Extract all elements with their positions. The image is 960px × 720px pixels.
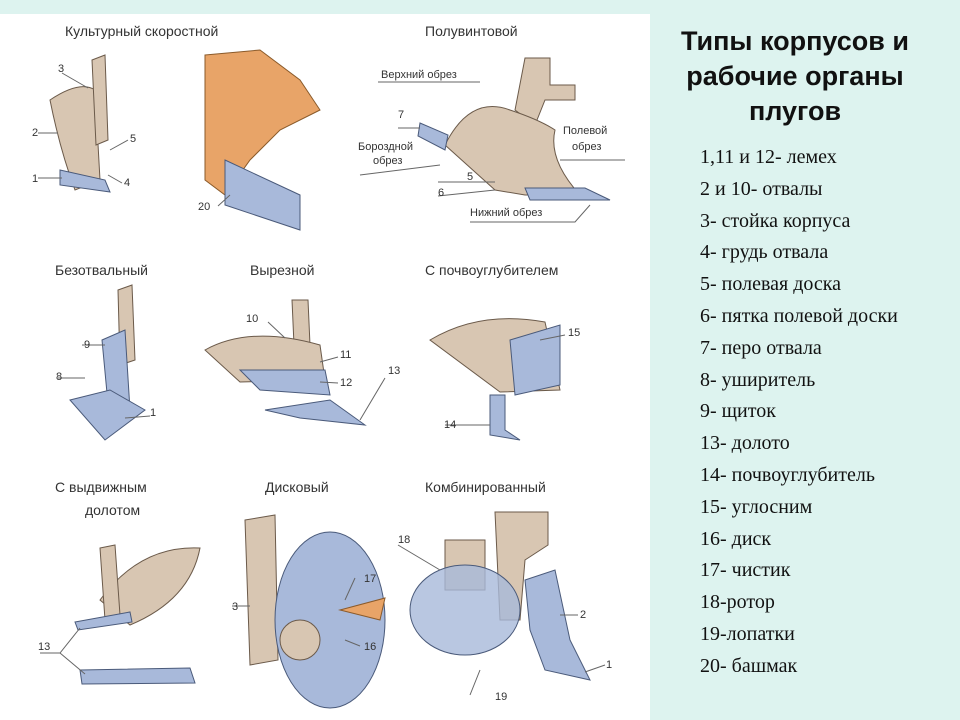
diagram-sliding-chisel: С выдвижным долотом 13 [38,479,201,685]
part-label: обрез [373,155,402,167]
legend-item: 4- грудь отвала [700,241,829,264]
part-label: 3 [232,601,238,613]
part-label: 6 [438,187,444,199]
caption: Безотвальный [55,262,148,278]
part-label: 3 [58,63,64,75]
scraper-shape [338,597,386,621]
legend-item: 17- чистик [700,559,791,582]
part-label: 7 [398,109,404,121]
caption: С почвоуглубителем [425,262,558,278]
legend-item: 15- углосним [700,495,813,518]
part-label: 4 [124,177,130,189]
caption: Полувинтовой [425,23,518,39]
diagram-moldboardless: Безотвальный 9 8 1 [55,262,156,441]
part-label: 11 [340,349,351,361]
share-shape [524,187,611,201]
diagram-cutout: Вырезной 10 11 12 13 [204,262,400,426]
legend-item: 9- щиток [700,400,776,423]
subsoiler-shape [489,394,521,441]
diagram-cultural: Культурный скоростной 3 2 1 5 4 20 [32,23,321,231]
part-label: 14 [444,419,456,431]
part-label: 18 [398,534,410,546]
wing-shape [417,122,449,151]
rotor-blades-shape [409,564,521,656]
legend-item: 5- полевая доска [700,273,842,296]
legend-item: 14- почвоуглубитель [700,463,875,486]
skimmer-shape [509,324,561,396]
shoe-shape [204,49,321,196]
moldboard-shape [99,547,201,626]
diagram-canvas: Культурный скоростной 3 2 1 5 4 20 Полув… [32,23,625,709]
part-label: 8 [56,371,62,383]
moldboard-shape [49,86,101,191]
diagram-subsoiler: С почвоуглубителем 15 14 [425,262,580,441]
part-label: обрез [572,141,601,153]
standard-shape [99,544,121,621]
legend-panel: Типы корпусов и рабочие органы плугов 1,… [650,14,960,720]
moldboard-shape [444,106,582,196]
chisel-shape [74,611,133,631]
standard-shape [244,514,279,666]
share-shape [238,369,331,396]
part-label: Нижний обрез [470,207,542,219]
diagram-semi-screw: Полувинтовой Верхний обрез 7 Бороздной о… [358,23,625,223]
plough-bodies-figure: Культурный скоростной 3 2 1 5 4 20 Полув… [0,14,650,720]
caption: долотом [85,502,140,518]
diagram-combined: Комбинированный 18 2 1 19 [397,479,612,703]
part-label: 1 [32,173,38,185]
part-label: Бороздной [358,141,413,153]
part-label: 12 [340,377,352,389]
part-label: 9 [84,339,90,351]
disc-shape [274,531,386,709]
part-label: 19 [495,691,507,703]
part-label: 1 [606,659,612,671]
part-label: 5 [467,171,473,183]
part-label: 5 [130,133,136,145]
caption: Дисковый [265,479,329,495]
share-shape [69,389,146,441]
legend-item: 8- уширитель [700,368,816,391]
part-label: 13 [388,365,400,377]
legend-item: 3- стойка корпуса [700,209,851,232]
part-label: 2 [32,127,38,139]
share-shape [59,169,111,193]
legend-item: 7- перо отвала [700,336,822,359]
caption: Культурный скоростной [65,23,218,39]
legend-item: 16- диск [700,527,772,550]
part-label: 17 [364,573,376,585]
shoe-plate-shape [224,159,301,231]
part-label: 15 [568,327,580,339]
caption: Вырезной [250,262,314,278]
legend-item: 18-ротор [700,591,775,614]
part-label: 13 [38,641,50,653]
chisel-shape [264,399,367,426]
part-label: Верхний обрез [381,69,457,81]
caption: С выдвижным [55,479,147,495]
part-label: 2 [580,609,586,621]
part-label: Полевой [563,125,607,137]
page-title: Типы корпусов и рабочие органы плугов [681,26,909,126]
part-label: 16 [364,641,376,653]
standard-shape [291,299,311,346]
legend-item: 1,11 и 12- лемех [700,146,837,168]
legend-item: 19-лопатки [700,622,795,645]
part-label: 20 [198,201,210,213]
parts-legend: 1,11 и 12- лемех 2 и 10- отвалы 3- стойк… [700,142,898,683]
legend-item: 13- долото [700,432,790,455]
legend-item: 6- пятка полевой доски [700,304,898,327]
part-label: 1 [150,407,156,419]
standard-shape [91,54,109,146]
hub-shape [279,619,321,661]
spare-chisel-shape [79,667,196,685]
caption: Комбинированный [425,479,546,495]
legend-item: 2 и 10- отвалы [700,177,823,200]
part-label: 10 [246,313,258,325]
legend-item: 20- башмак [700,654,798,677]
moldboard-shape [524,569,591,681]
diagram-disc: Дисковый 3 17 16 [232,479,386,709]
